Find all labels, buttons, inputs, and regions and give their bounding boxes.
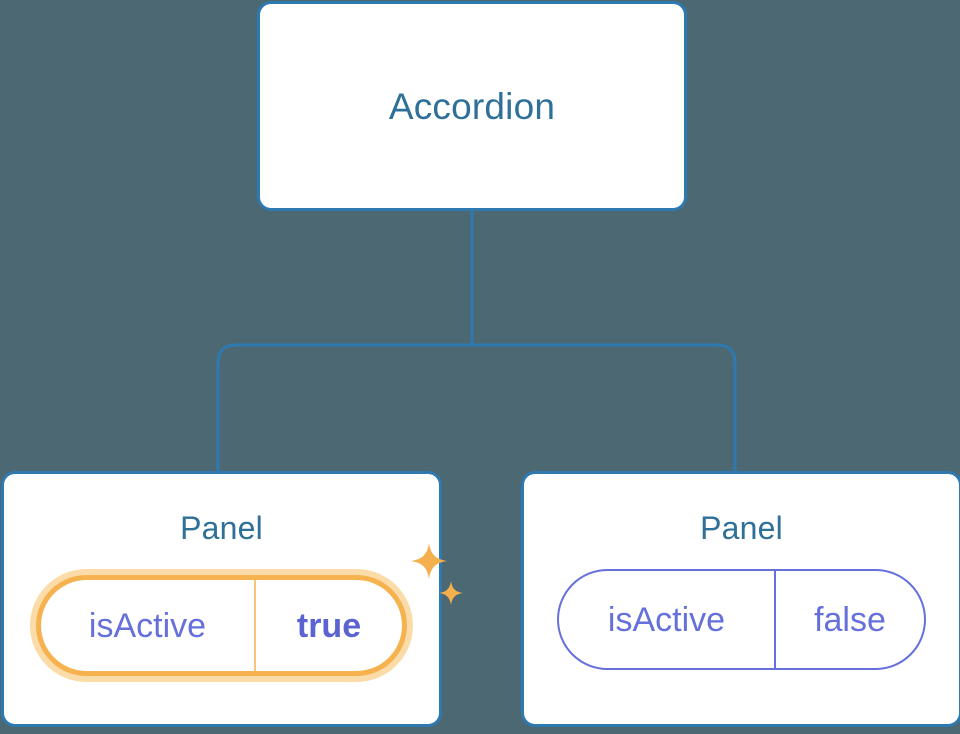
node-panel-right-title: Panel <box>700 510 783 546</box>
sparkle-large-icon <box>411 543 447 579</box>
connector-branch-left <box>216 343 472 471</box>
prop-value-right: false <box>774 571 924 668</box>
node-panel-left-title: Panel <box>180 510 263 546</box>
prop-pill-left-wrapper: isActive true <box>30 543 463 682</box>
prop-pill-isactive-true[interactable]: isActive true <box>36 575 407 676</box>
node-panel-right[interactable]: Panel isActive false <box>521 471 960 727</box>
node-accordion-title: Accordion <box>388 85 556 127</box>
node-accordion[interactable]: Accordion <box>257 1 687 211</box>
prop-key-left: isActive <box>88 606 207 645</box>
sparkle-small-icon <box>439 581 463 605</box>
connector-branch-right <box>472 343 737 471</box>
prop-key-right: isActive <box>607 600 726 639</box>
prop-value-left: true <box>254 580 402 671</box>
prop-pill-right-wrapper: isActive false <box>557 569 926 670</box>
prop-pill-left-glow: isActive true <box>30 569 413 682</box>
node-panel-left[interactable]: Panel isActive true <box>1 471 463 727</box>
prop-pill-isactive-false[interactable]: isActive false <box>557 569 926 670</box>
